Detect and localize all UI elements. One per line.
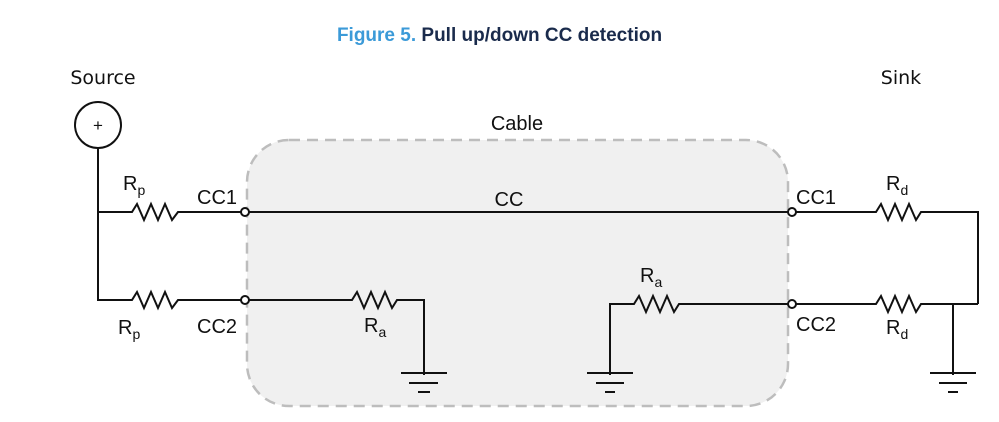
voltage-source-icon: + bbox=[74, 101, 122, 149]
ground-icon bbox=[401, 372, 447, 393]
sink-cc1-label: CC1 bbox=[796, 187, 836, 209]
ground-icon bbox=[930, 372, 976, 393]
figure-title: Figure 5. Pull up/down CC detection bbox=[0, 25, 999, 47]
source-label: Source bbox=[70, 67, 135, 89]
ra-right-ground-wire bbox=[609, 303, 630, 375]
resistor-rd-top bbox=[872, 201, 979, 304]
sink-cc2-label: CC2 bbox=[796, 314, 836, 336]
ra-left-label: Ra bbox=[364, 315, 386, 340]
source-symbol: + bbox=[93, 116, 103, 135]
source-wire bbox=[97, 148, 126, 301]
sink-cc1-pin bbox=[787, 207, 797, 217]
cable-label: Cable bbox=[491, 113, 543, 135]
rp-bottom-label: Rp bbox=[118, 317, 140, 342]
resistor-rp-top bbox=[126, 201, 184, 223]
ra-right-label: Ra bbox=[640, 265, 662, 290]
source-cc2-pin bbox=[240, 295, 250, 305]
rd-top-label: Rd bbox=[886, 173, 908, 198]
cable-region bbox=[245, 138, 790, 408]
rp-top-label: Rp bbox=[123, 173, 145, 198]
resistor-rp-bottom bbox=[126, 289, 184, 311]
ground-icon bbox=[587, 372, 633, 393]
sink-cc2-pin bbox=[787, 299, 797, 309]
source-cc1-pin bbox=[240, 207, 250, 217]
rd-bottom-label: Rd bbox=[886, 317, 908, 342]
resistor-ra-left bbox=[348, 289, 425, 375]
source-cc2-label: CC2 bbox=[197, 316, 237, 338]
resistor-ra-right bbox=[630, 293, 684, 315]
cc-line-label: CC bbox=[495, 189, 524, 211]
figure-number: Figure 5. bbox=[336, 25, 417, 46]
sink-label: Sink bbox=[881, 67, 921, 89]
resistor-rd-bottom bbox=[872, 293, 978, 315]
figure-caption: Pull up/down CC detection bbox=[421, 25, 663, 46]
source-cc1-label: CC1 bbox=[197, 187, 237, 209]
